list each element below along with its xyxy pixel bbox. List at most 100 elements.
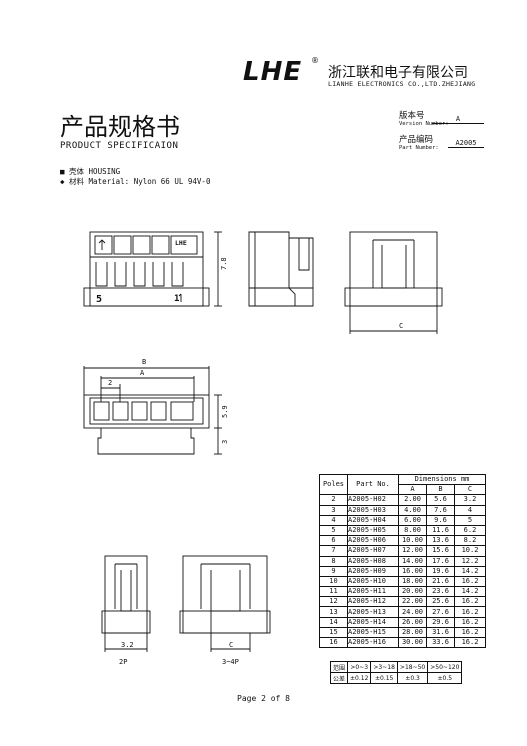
spec-housing: ■ 壳体 HOUSING bbox=[60, 167, 121, 176]
table-cell: 17.6 bbox=[426, 555, 455, 567]
table-cell: 9.6 bbox=[426, 514, 455, 526]
table-cell: 16.2 bbox=[454, 616, 486, 628]
view-2p bbox=[101, 555, 151, 652]
table-cell: A2005-H08 bbox=[347, 555, 399, 567]
table-cell: 16.2 bbox=[454, 606, 486, 618]
table-cell: 13 bbox=[319, 606, 348, 618]
dim-c-bottom-label: C bbox=[229, 641, 233, 649]
table-cell: 3.2 bbox=[454, 494, 486, 506]
table-cell: A2005-H11 bbox=[347, 586, 399, 598]
table-cell: 23.6 bbox=[426, 586, 455, 598]
table-cell: 2 bbox=[319, 494, 348, 506]
header-part: Part No. bbox=[347, 473, 399, 496]
pin1-label: 1 bbox=[174, 294, 179, 304]
company-name-cn: 浙江联和电子有限公司 bbox=[328, 65, 468, 81]
table-cell: 11 bbox=[319, 586, 348, 598]
page-title-en: PRODUCT SPECIFICAION bbox=[60, 141, 179, 151]
table-cell: 16.2 bbox=[454, 596, 486, 608]
company-name-en: LIANHE ELECTRONICS CO.,LTD.ZHEJIANG bbox=[328, 80, 476, 88]
tolerance-value-label: 公差 bbox=[329, 672, 349, 684]
table-cell: A2005-H04 bbox=[347, 514, 399, 526]
table-cell: 18.00 bbox=[398, 575, 427, 588]
table-cell: 9 bbox=[319, 565, 348, 577]
table-cell: 8.2 bbox=[454, 535, 486, 547]
housing-logo: LHE bbox=[175, 239, 187, 247]
table-cell: 28.00 bbox=[398, 626, 427, 639]
table-cell: 33.6 bbox=[426, 636, 455, 649]
table-cell: 3 bbox=[319, 504, 348, 516]
table-cell: 12.00 bbox=[398, 545, 427, 557]
header-col-a: A bbox=[398, 484, 427, 496]
table-cell: A2005-H12 bbox=[347, 596, 399, 608]
tolerance-range-label: 范围 bbox=[329, 661, 349, 673]
table-cell: A2005-H14 bbox=[347, 616, 399, 628]
table-cell: A2005-H05 bbox=[347, 524, 399, 537]
table-cell: A2005-H15 bbox=[347, 626, 399, 639]
dim-c-top-label: C bbox=[399, 322, 403, 330]
table-cell: 20.00 bbox=[398, 586, 427, 598]
table-cell: 15 bbox=[319, 626, 348, 639]
tolerance-value: ±0.12 bbox=[347, 672, 372, 684]
part-value: A2005 bbox=[448, 139, 484, 148]
table-cell: 7 bbox=[319, 545, 348, 557]
tolerance-table: 范围 >0~3>3~18>18~50>50~120 公差 ±0.12±0.15±… bbox=[329, 661, 463, 684]
dim-b-label: B bbox=[142, 358, 146, 366]
table-cell: 16 bbox=[319, 636, 348, 649]
table-cell: 12.2 bbox=[454, 555, 486, 567]
table-cell: 14 bbox=[319, 616, 348, 628]
table-cell: 13.6 bbox=[426, 535, 455, 547]
table-cell: A2005-H13 bbox=[347, 606, 399, 618]
part-label-cn: 产品编码 bbox=[399, 135, 434, 145]
tolerance-range-row: 范围 >0~3>3~18>18~50>50~120 bbox=[329, 661, 463, 673]
header-dimensions: Dimensions mm bbox=[398, 473, 486, 486]
dim-pitch-label: 2 bbox=[108, 379, 112, 387]
table-cell: 15.6 bbox=[426, 545, 455, 557]
table-cell: 4 bbox=[319, 514, 348, 526]
caption-34p: 3~4P bbox=[222, 658, 239, 666]
table-cell: 27.6 bbox=[426, 606, 455, 618]
tolerance-range: >50~120 bbox=[427, 661, 463, 673]
table-cell: 29.6 bbox=[426, 616, 455, 628]
tolerance-value-row: 公差 ±0.12±0.15±0.3±0.5 bbox=[329, 672, 463, 684]
table-cell: 14.2 bbox=[454, 586, 486, 598]
page-title-cn: 产品规格书 bbox=[60, 113, 180, 141]
table-cell: 10 bbox=[319, 575, 348, 588]
table-cell: A2005-H03 bbox=[347, 504, 399, 516]
table-cell: 2.00 bbox=[398, 494, 427, 506]
registered-mark: ® bbox=[311, 56, 319, 65]
part-label-en: Part Number: bbox=[399, 145, 439, 151]
dim-32-label: 3.2 bbox=[121, 641, 134, 649]
dim-width-label: 5.9 bbox=[221, 405, 229, 418]
table-cell: 10.2 bbox=[454, 545, 486, 557]
table-cell: 19.6 bbox=[426, 565, 455, 577]
table-cell: 22.00 bbox=[398, 596, 427, 608]
table-cell: 12 bbox=[319, 596, 348, 608]
table-cell: 14.2 bbox=[454, 565, 486, 577]
tolerance-value: ±0.5 bbox=[427, 672, 463, 684]
front-view bbox=[83, 231, 222, 307]
pin5-label: 5 bbox=[96, 294, 102, 305]
table-cell: 5.6 bbox=[426, 494, 455, 506]
spec-material: ◆ 材料 Material: Nylon 66 UL 94V-0 bbox=[60, 177, 211, 186]
company-logo: LHE bbox=[243, 57, 303, 87]
table-cell: 4.00 bbox=[398, 504, 427, 516]
header-col-c: C bbox=[454, 484, 486, 496]
table-cell: 30.00 bbox=[398, 636, 427, 649]
version-label-cn: 版本号 bbox=[399, 111, 425, 121]
table-cell: 4 bbox=[454, 504, 486, 516]
table-cell: 14.00 bbox=[398, 555, 427, 567]
dim-a-label: A bbox=[140, 369, 145, 377]
table-cell: A2005-H02 bbox=[347, 494, 399, 506]
